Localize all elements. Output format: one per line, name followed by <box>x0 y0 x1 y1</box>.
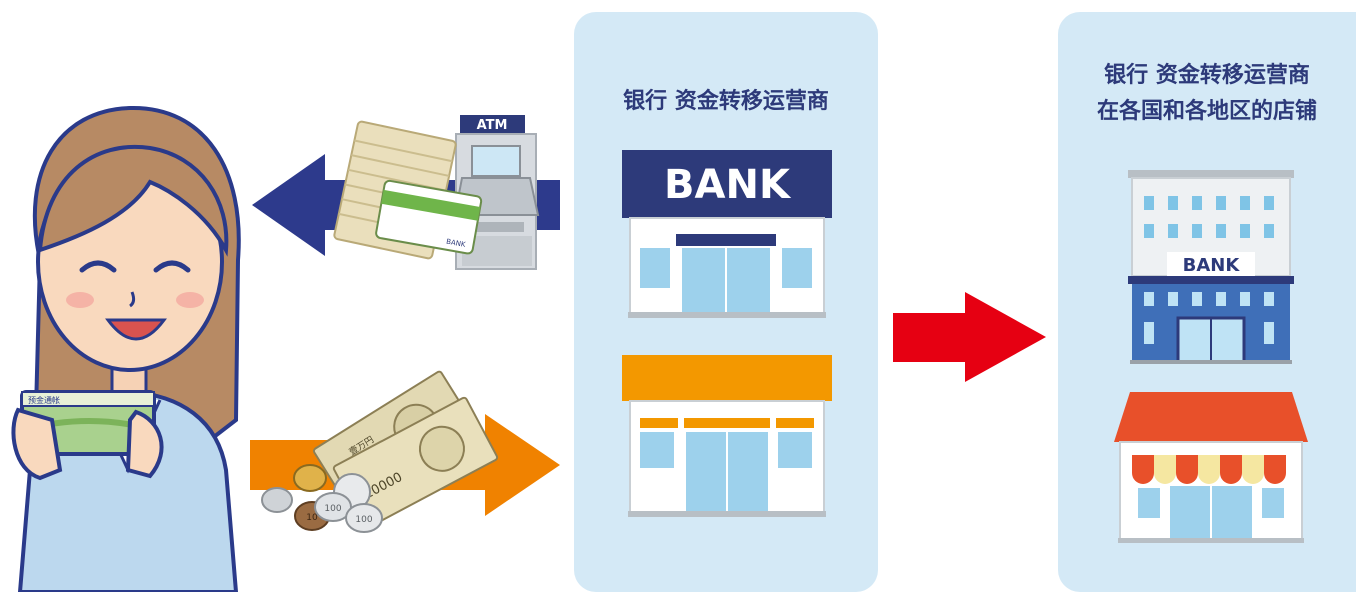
atm-icon: ATM <box>453 115 540 270</box>
bank-sign-large: BANK <box>664 162 792 208</box>
overseas-stores-title: 银行 资金转移运营商 在各国和各地区的店铺 <box>1058 58 1356 130</box>
card-label: BANK <box>446 238 467 249</box>
woman-with-passbook-icon: 预金通帐 <box>11 105 241 592</box>
coin-100-label-1: 100 <box>324 504 341 514</box>
coins-icon: 10 100 100 <box>261 464 383 533</box>
convenience-store-icon <box>622 355 832 517</box>
transfer-arrow-icon <box>893 292 1046 382</box>
overseas-stores-title-line2: 在各国和各地区的店铺 <box>1096 99 1317 124</box>
shop-icon <box>1114 392 1308 543</box>
overseas-stores-title-line1: 银行 资金转移运营商 <box>1104 63 1310 88</box>
bank-branch-icon: BANK <box>622 150 832 318</box>
banknotes-icon: 壹万円 10000 <box>312 370 499 529</box>
atm-sign: ATM <box>477 118 508 133</box>
coin-10-label: 10 <box>306 513 318 523</box>
passbook-label: 预金通帐 <box>28 395 60 405</box>
bank-operator-title: 银行 资金转移运营商 <box>623 89 829 114</box>
bank-card-icon: BANK <box>375 179 483 255</box>
bank-sign-small: BANK <box>1183 255 1241 276</box>
office-bank-building-icon: BANK <box>1128 170 1294 364</box>
coin-100-label-2: 100 <box>355 515 372 525</box>
